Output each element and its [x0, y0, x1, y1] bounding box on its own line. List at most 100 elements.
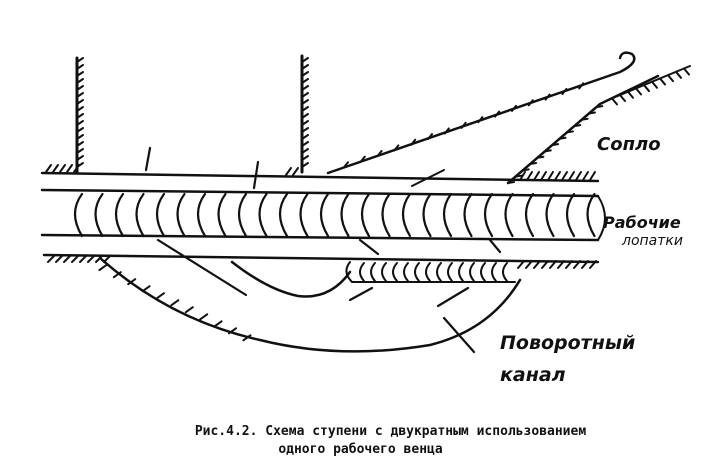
- hatch-mark: [525, 260, 533, 269]
- hatch-mark: [66, 164, 73, 173]
- hatch-mark: [526, 171, 533, 181]
- hatch-mark: [547, 171, 554, 181]
- lower-housing: [42, 253, 600, 269]
- blade-arc: [94, 192, 104, 238]
- hatch-mark: [301, 120, 309, 126]
- hatch-mark: [184, 306, 194, 314]
- hatch-mark: [635, 87, 642, 96]
- hatch-mark: [443, 127, 450, 135]
- hatch-mark: [533, 171, 540, 181]
- small-blade-arc: [403, 262, 409, 282]
- hatch-mark: [554, 171, 561, 181]
- hatch-mark: [301, 113, 309, 119]
- hatch-mark: [76, 113, 84, 119]
- hatch-mark: [573, 260, 581, 269]
- hatch-mark: [549, 260, 557, 269]
- blade-arc: [524, 192, 535, 238]
- blade-arc: [545, 192, 555, 238]
- hatch-mark: [587, 111, 596, 115]
- small-blade-arc: [381, 262, 387, 282]
- blade-arc: [176, 192, 186, 238]
- hatch-mark: [507, 181, 515, 184]
- hatch-mark: [301, 148, 309, 154]
- blade-arc: [381, 192, 391, 238]
- blade-arc: [565, 192, 576, 238]
- hatch-mark: [568, 171, 575, 181]
- hatch-mark: [301, 85, 309, 91]
- rotor-channel: [40, 188, 606, 242]
- label-turn-channel-line2: канал: [500, 364, 566, 386]
- blade-arc: [278, 192, 289, 238]
- blade-arc: [504, 192, 514, 238]
- figure-caption-line2: одного рабочего венца: [278, 442, 443, 457]
- hatch-mark: [521, 168, 530, 172]
- hatch-mark: [71, 255, 79, 263]
- hatch-mark: [76, 134, 84, 140]
- blade-arc: [340, 192, 350, 238]
- small-blade-arc: [502, 262, 508, 282]
- label-working-blades: Рабочие: [603, 213, 681, 232]
- blade-arc: [422, 192, 432, 238]
- hatch-mark: [242, 334, 252, 342]
- hatch-mark: [544, 93, 551, 101]
- hatch-mark: [376, 150, 383, 158]
- blade-arc: [114, 192, 125, 238]
- hatch-mark: [659, 77, 666, 86]
- hatch-mark: [301, 71, 309, 77]
- hatch-mark: [76, 106, 84, 112]
- hatch-mark: [683, 67, 690, 76]
- small-blade-arc: [447, 262, 453, 282]
- hatch-mark: [76, 57, 84, 63]
- hatch-mark: [141, 285, 151, 293]
- label-working-blades-line2: лопатки: [622, 233, 683, 249]
- hatch-mark: [87, 255, 95, 263]
- hatch-mark: [76, 85, 84, 91]
- hatch-mark: [301, 127, 309, 133]
- hatch-mark: [76, 120, 84, 126]
- hatch-mark: [565, 260, 573, 269]
- hatch-mark: [393, 144, 400, 152]
- hatch-mark: [536, 155, 545, 159]
- hatch-mark: [76, 148, 84, 154]
- hatch-mark: [541, 260, 549, 269]
- hatch-mark: [301, 106, 309, 112]
- blade-arc: [237, 192, 248, 238]
- hatch-mark: [301, 162, 309, 168]
- hatch-mark: [519, 171, 526, 181]
- turn-channel: [98, 256, 522, 353]
- hatch-mark: [156, 292, 165, 300]
- hatch-mark: [47, 255, 55, 263]
- nozzle: [326, 51, 691, 187]
- hatch-mark: [76, 141, 84, 147]
- hatch-mark: [551, 143, 560, 147]
- hatch-mark: [589, 171, 596, 181]
- hatch-mark: [527, 99, 534, 107]
- blade-arc: [401, 192, 412, 238]
- hatch-mark: [611, 97, 618, 106]
- blade-arc: [483, 192, 494, 238]
- hatch-mark: [359, 155, 366, 163]
- hatch-mark: [511, 104, 517, 112]
- hatch-mark: [228, 327, 237, 335]
- hatch-mark: [76, 155, 84, 161]
- hatch-mark: [533, 260, 541, 269]
- hatch-mark: [301, 92, 309, 98]
- middle-wall: [300, 54, 309, 174]
- hatch-mark: [578, 82, 585, 90]
- hatch-mark: [514, 174, 523, 178]
- hatch-mark: [558, 136, 567, 140]
- hatch-mark: [561, 87, 568, 95]
- hatch-mark: [581, 260, 589, 269]
- hatch-mark: [301, 78, 309, 84]
- hatch-mark: [73, 164, 80, 173]
- blade-arc: [196, 192, 207, 238]
- hatch-mark: [76, 92, 84, 98]
- hatch-mark: [410, 138, 417, 146]
- hatch-mark: [301, 141, 309, 147]
- hatch-mark: [301, 64, 309, 70]
- hatch-mark: [343, 161, 349, 169]
- small-blade-arc: [370, 262, 376, 282]
- hatch-mark: [213, 320, 223, 328]
- blade-arc: [73, 192, 84, 238]
